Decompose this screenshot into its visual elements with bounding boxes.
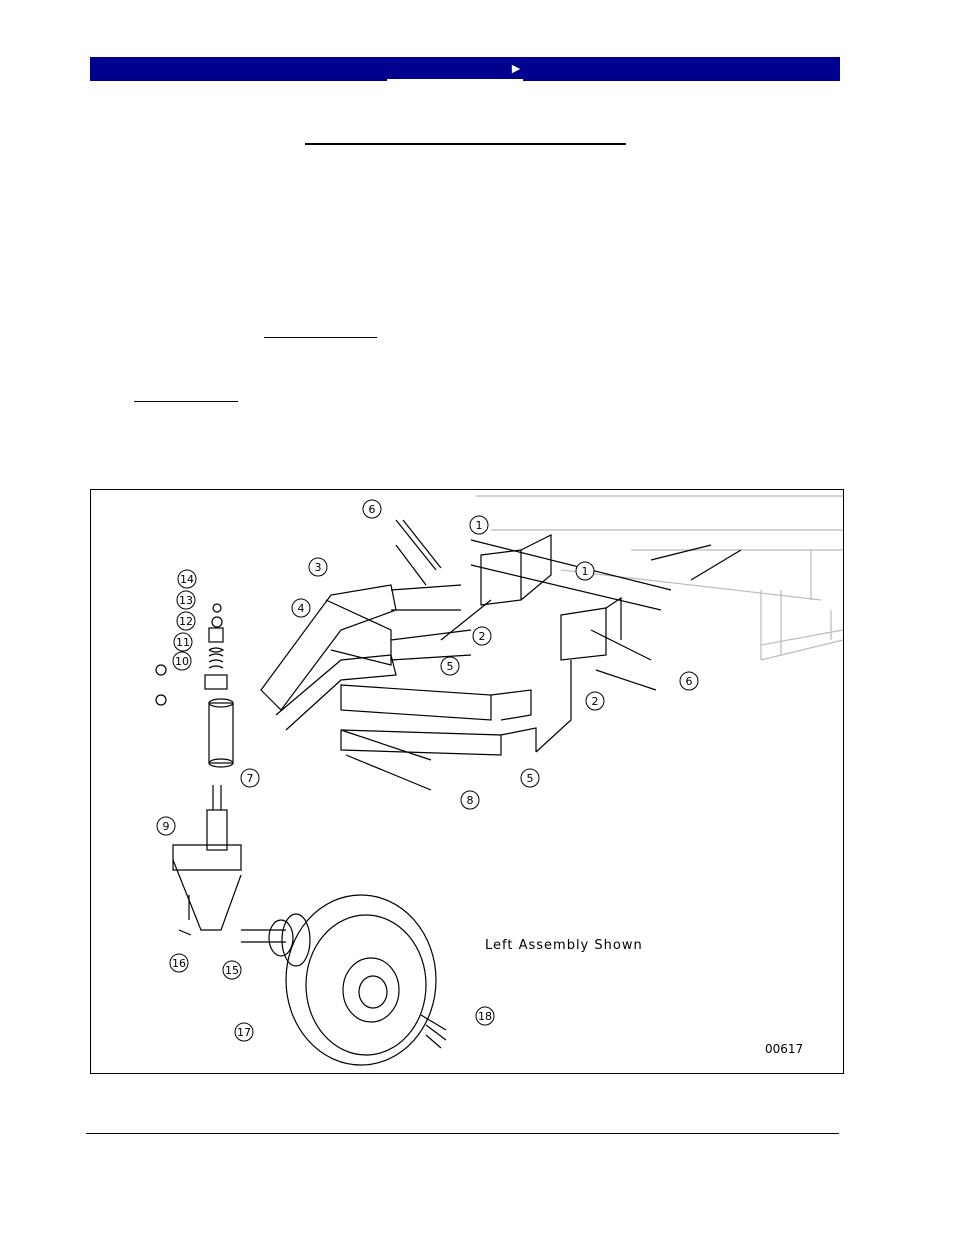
- callout-label: 6: [369, 503, 376, 516]
- callout-label: 8: [467, 794, 474, 807]
- next-arrow-icon: ►: [509, 60, 523, 76]
- callout-label: 5: [527, 772, 534, 785]
- callout-label: 17: [237, 1026, 251, 1039]
- callout-label: 15: [225, 964, 239, 977]
- figure-caption: Left Assembly Shown: [485, 938, 643, 953]
- callout-label: 9: [163, 820, 170, 833]
- callout-label: 6: [686, 675, 693, 688]
- header-bar: ►: [90, 57, 840, 81]
- figure-number: 00617: [765, 1042, 804, 1056]
- callout-label: 3: [315, 561, 322, 574]
- heading-underline: [134, 401, 238, 402]
- callout-label: 12: [179, 615, 193, 628]
- callout-label: 1: [582, 565, 589, 578]
- callout-label: 5: [447, 660, 454, 673]
- callout-label: 7: [247, 772, 254, 785]
- callout-label: 2: [479, 630, 486, 643]
- footer-divider: [86, 1133, 839, 1134]
- callout-label: 2: [592, 695, 599, 708]
- link-underline[interactable]: [264, 337, 377, 338]
- next-page-link[interactable]: ►: [387, 59, 523, 81]
- callout-label: 13: [179, 594, 193, 607]
- callout-label: 18: [478, 1010, 492, 1023]
- callout-label: 11: [176, 636, 190, 649]
- callout-label: 14: [180, 573, 194, 586]
- callout-label: 16: [172, 957, 186, 970]
- callout-label: 4: [298, 602, 305, 615]
- callout-label: 1: [476, 519, 483, 532]
- section-title-underline: [305, 143, 626, 145]
- callout-label: 10: [175, 655, 189, 668]
